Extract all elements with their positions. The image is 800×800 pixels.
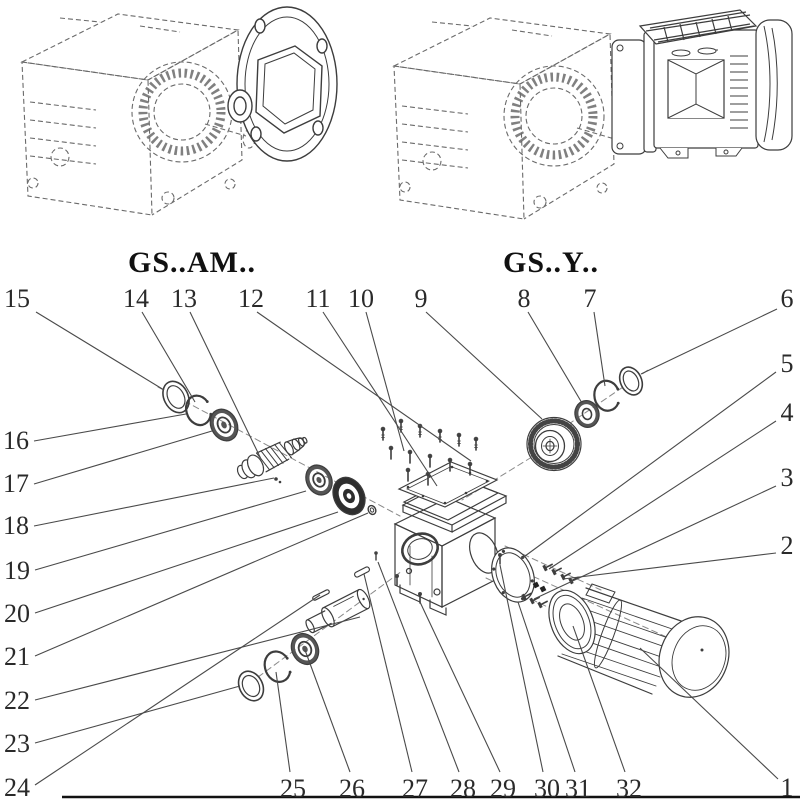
motor xyxy=(548,583,730,698)
overview-flange xyxy=(227,6,338,162)
shaft-key xyxy=(353,566,371,578)
leader-line-2 xyxy=(562,552,777,580)
input-pin xyxy=(274,477,282,484)
part-number-27: 27 xyxy=(402,774,428,800)
overview-motor xyxy=(611,9,793,159)
part-number-7: 7 xyxy=(584,284,597,313)
leader-line-14 xyxy=(141,311,196,403)
leader-line-27 xyxy=(363,573,413,773)
part-number-16: 16 xyxy=(3,426,29,455)
cover-screws xyxy=(380,418,479,486)
input-bearing-rear xyxy=(305,464,333,496)
leader-line-4 xyxy=(548,420,777,570)
leader-line-7 xyxy=(593,311,606,387)
square-nut xyxy=(532,581,540,589)
part-number-19: 19 xyxy=(4,556,30,585)
part-number-28: 28 xyxy=(450,774,476,800)
label-gs-y: GS..Y.. xyxy=(503,246,599,279)
leader-line-28 xyxy=(377,561,460,773)
part-number-5: 5 xyxy=(781,349,794,378)
output-flange xyxy=(491,547,535,603)
part-number-31: 31 xyxy=(565,774,591,800)
leader-line-24 xyxy=(34,594,321,786)
part-number-29: 29 xyxy=(490,774,516,800)
part-number-22: 22 xyxy=(4,686,30,715)
worm-gear xyxy=(526,416,582,472)
part-number-8: 8 xyxy=(518,284,531,313)
leader-line-15 xyxy=(35,311,165,391)
leader-line-13 xyxy=(189,311,262,460)
part-number-21: 21 xyxy=(4,642,30,671)
leader-line-16 xyxy=(33,413,187,442)
square-nut xyxy=(539,585,547,593)
leader-line-26 xyxy=(304,649,351,773)
leader-line-23 xyxy=(34,685,241,744)
part-number-14: 14 xyxy=(123,284,149,313)
leader-line-10 xyxy=(365,311,405,452)
leader-line-9 xyxy=(425,311,543,420)
leader-line-22 xyxy=(34,616,361,701)
leader-line-8 xyxy=(527,311,583,404)
input-bearing-front xyxy=(209,408,239,442)
label-gs-am: GS..AM.. xyxy=(128,246,256,279)
leader-line-5 xyxy=(520,371,777,560)
small-ring xyxy=(367,504,377,516)
part-number-15: 15 xyxy=(4,284,30,313)
part-number-17: 17 xyxy=(3,469,29,498)
gear-bearing xyxy=(574,399,600,429)
worm-shaft xyxy=(236,436,308,480)
leader-line-25 xyxy=(275,671,291,773)
leader-line-32 xyxy=(572,625,626,773)
exploded-view xyxy=(157,366,730,702)
leader-line-3 xyxy=(533,485,777,600)
leader-line-20 xyxy=(34,511,339,614)
part-number-23: 23 xyxy=(4,729,30,758)
leader-line-19 xyxy=(34,490,307,571)
leader-line-12 xyxy=(256,311,472,462)
part-number-2: 2 xyxy=(781,531,794,560)
part-number-1: 1 xyxy=(781,773,794,800)
part-number-10: 10 xyxy=(348,284,374,313)
leader-line-29 xyxy=(419,601,501,773)
leader-line-31 xyxy=(517,601,576,773)
part-number-25: 25 xyxy=(280,774,306,800)
leader-line-11 xyxy=(322,311,438,487)
leader-line-1 xyxy=(639,647,779,780)
part-number-26: 26 xyxy=(339,774,365,800)
part-number-9: 9 xyxy=(415,284,428,313)
flange-bolts xyxy=(374,551,579,609)
output-circlip xyxy=(263,650,292,683)
shim-disc xyxy=(332,476,366,516)
part-number-13: 13 xyxy=(171,284,197,313)
part-number-30: 30 xyxy=(534,774,560,800)
part-number-4: 4 xyxy=(781,398,794,427)
gear-circlip xyxy=(593,379,620,412)
leader-line-21 xyxy=(34,512,369,657)
output-seal xyxy=(237,670,265,702)
leader-line-18 xyxy=(33,477,275,527)
leader-line-17 xyxy=(33,430,213,485)
gear-seal xyxy=(618,366,644,396)
part-number-11: 11 xyxy=(305,284,330,313)
part-number-3: 3 xyxy=(781,463,794,492)
leader-line-6 xyxy=(640,308,778,375)
output-bearing xyxy=(290,632,320,666)
part-number-18: 18 xyxy=(3,511,29,540)
leader-line-30 xyxy=(499,564,544,773)
part-number-20: 20 xyxy=(4,599,30,628)
part-number-12: 12 xyxy=(238,284,264,313)
input-seal xyxy=(162,380,190,414)
part-number-6: 6 xyxy=(781,284,794,313)
part-number-24: 24 xyxy=(4,773,30,800)
part-number-32: 32 xyxy=(616,774,642,800)
